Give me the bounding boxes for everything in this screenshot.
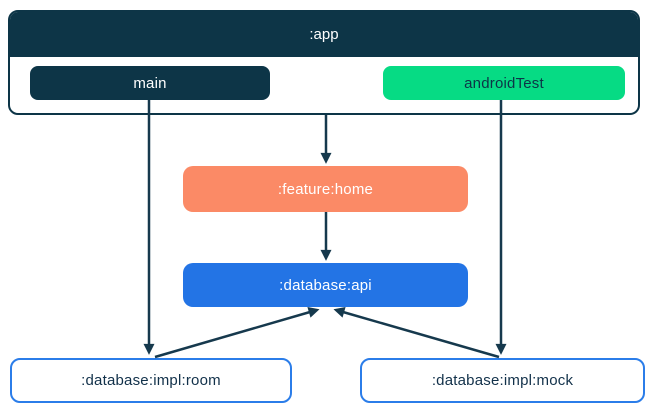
arrow-database-impl-room-to-database-api	[154, 307, 320, 359]
module-database-api-label: :database:api	[279, 276, 372, 294]
source-set-main-label: main	[133, 74, 167, 92]
module-database-impl-mock: :database:impl:mock	[360, 358, 645, 403]
module-feature-home-label: :feature:home	[277, 180, 374, 198]
module-feature-home: :feature:home	[183, 166, 468, 212]
module-database-impl-room: :database:impl:room	[10, 358, 292, 403]
module-database-api: :database:api	[183, 263, 468, 307]
arrow-database-impl-mock-to-database-api	[333, 307, 500, 359]
module-app-label: :app	[309, 26, 339, 43]
module-database-impl-mock-label: :database:impl:mock	[431, 372, 574, 389]
module-database-impl-room-label: :database:impl:room	[81, 372, 221, 389]
module-app-header: :app	[10, 12, 638, 57]
source-set-main: main	[30, 66, 270, 100]
source-set-androidtest: androidTest	[383, 66, 625, 100]
source-set-androidtest-label: androidTest	[464, 74, 544, 92]
